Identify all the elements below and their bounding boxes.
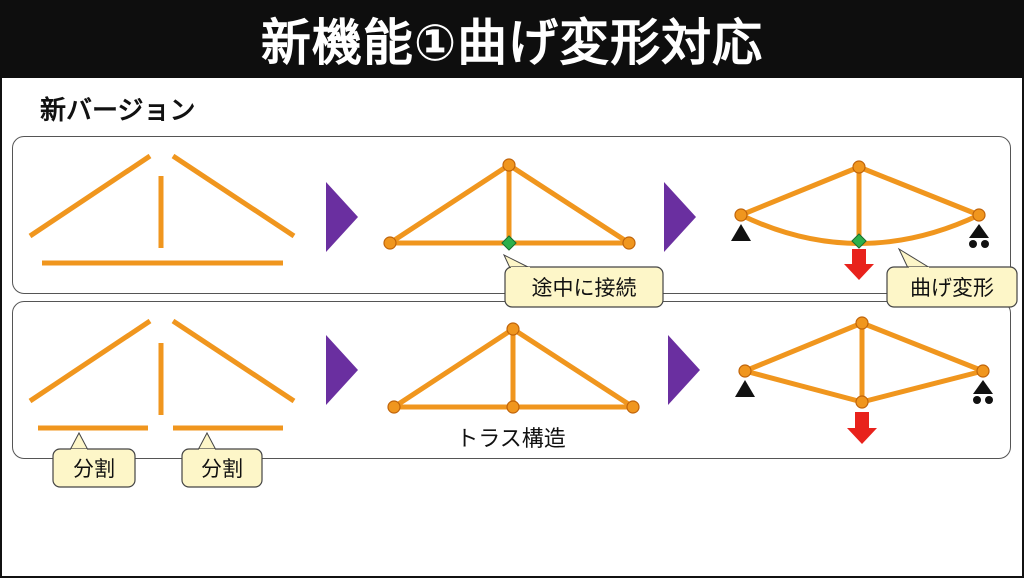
roller-wheel-icon (981, 240, 989, 248)
roller-wheel-icon (985, 396, 993, 404)
member-left-rafter (740, 164, 860, 218)
joint-node (976, 364, 990, 378)
callout-split-right: 分割 (181, 431, 263, 488)
joint-node (852, 160, 866, 174)
joint-node (506, 322, 520, 336)
member-bottom-chord-left (744, 368, 863, 405)
load-arrow-icon (844, 249, 874, 280)
joint-node (502, 158, 516, 172)
member-left-rafter (388, 162, 511, 246)
callout-bending-label: 曲げ変形 (910, 276, 994, 300)
member-left-rafter (28, 153, 152, 239)
member-right-rafter (861, 320, 984, 374)
member-right-rafter (507, 162, 631, 246)
callout-split-left: 分割 (52, 431, 136, 488)
next-step-arrow-icon (326, 182, 358, 252)
slide-title: 新機能①曲げ変形対応 (260, 14, 764, 72)
joint-node (972, 208, 986, 222)
title-bar: 新機能①曲げ変形対応 (0, 0, 1024, 78)
pin-support-icon (731, 224, 751, 241)
joint-node (383, 236, 397, 250)
midpoint-connection-icon (501, 235, 517, 251)
next-step-arrow-icon (664, 182, 696, 252)
truss-structure-label: トラス構造 (456, 427, 566, 452)
member-bottom-chord-right (861, 368, 984, 405)
member-right-rafter (171, 318, 296, 404)
next-step-arrow-icon (326, 335, 358, 405)
next-step-arrow-icon (668, 335, 700, 405)
roller-support-icon (973, 380, 993, 394)
roller-wheel-icon (969, 240, 977, 248)
callout-midpoint-connect-label: 途中に接続 (532, 276, 637, 300)
pin-support-icon (735, 380, 755, 397)
member-left-rafter (744, 320, 863, 374)
row2-step2-truss (387, 322, 640, 414)
roller-wheel-icon (973, 396, 981, 404)
row2-step3-truss-loaded (735, 316, 993, 444)
row1-step1-members (28, 153, 296, 266)
joint-node (387, 400, 401, 414)
callout-split-left-label: 分割 (73, 457, 115, 481)
section-subtitle: 新バージョン (40, 96, 196, 126)
roller-support-icon (969, 224, 989, 238)
callout-split-right-label: 分割 (201, 457, 243, 481)
member-left-rafter (28, 318, 152, 404)
joint-node (734, 208, 748, 222)
member-right-rafter (858, 164, 980, 218)
load-arrow-icon (847, 412, 877, 444)
joint-node (738, 364, 752, 378)
row2-step1-members (28, 318, 296, 431)
member-right-rafter (171, 153, 296, 239)
joint-node (626, 400, 640, 414)
midpoint-connection-icon (851, 233, 867, 249)
callout-midpoint-connect: 途中に接続 (502, 253, 664, 308)
row1-step2-connected (383, 158, 636, 251)
joint-node (855, 395, 869, 409)
joint-node (506, 400, 520, 414)
callout-bending: 曲げ変形 (886, 247, 1018, 308)
row1-step3-bending (731, 160, 989, 280)
joint-node (622, 236, 636, 250)
joint-node (855, 316, 869, 330)
member-right-rafter (511, 326, 635, 410)
member-left-rafter (392, 326, 515, 410)
